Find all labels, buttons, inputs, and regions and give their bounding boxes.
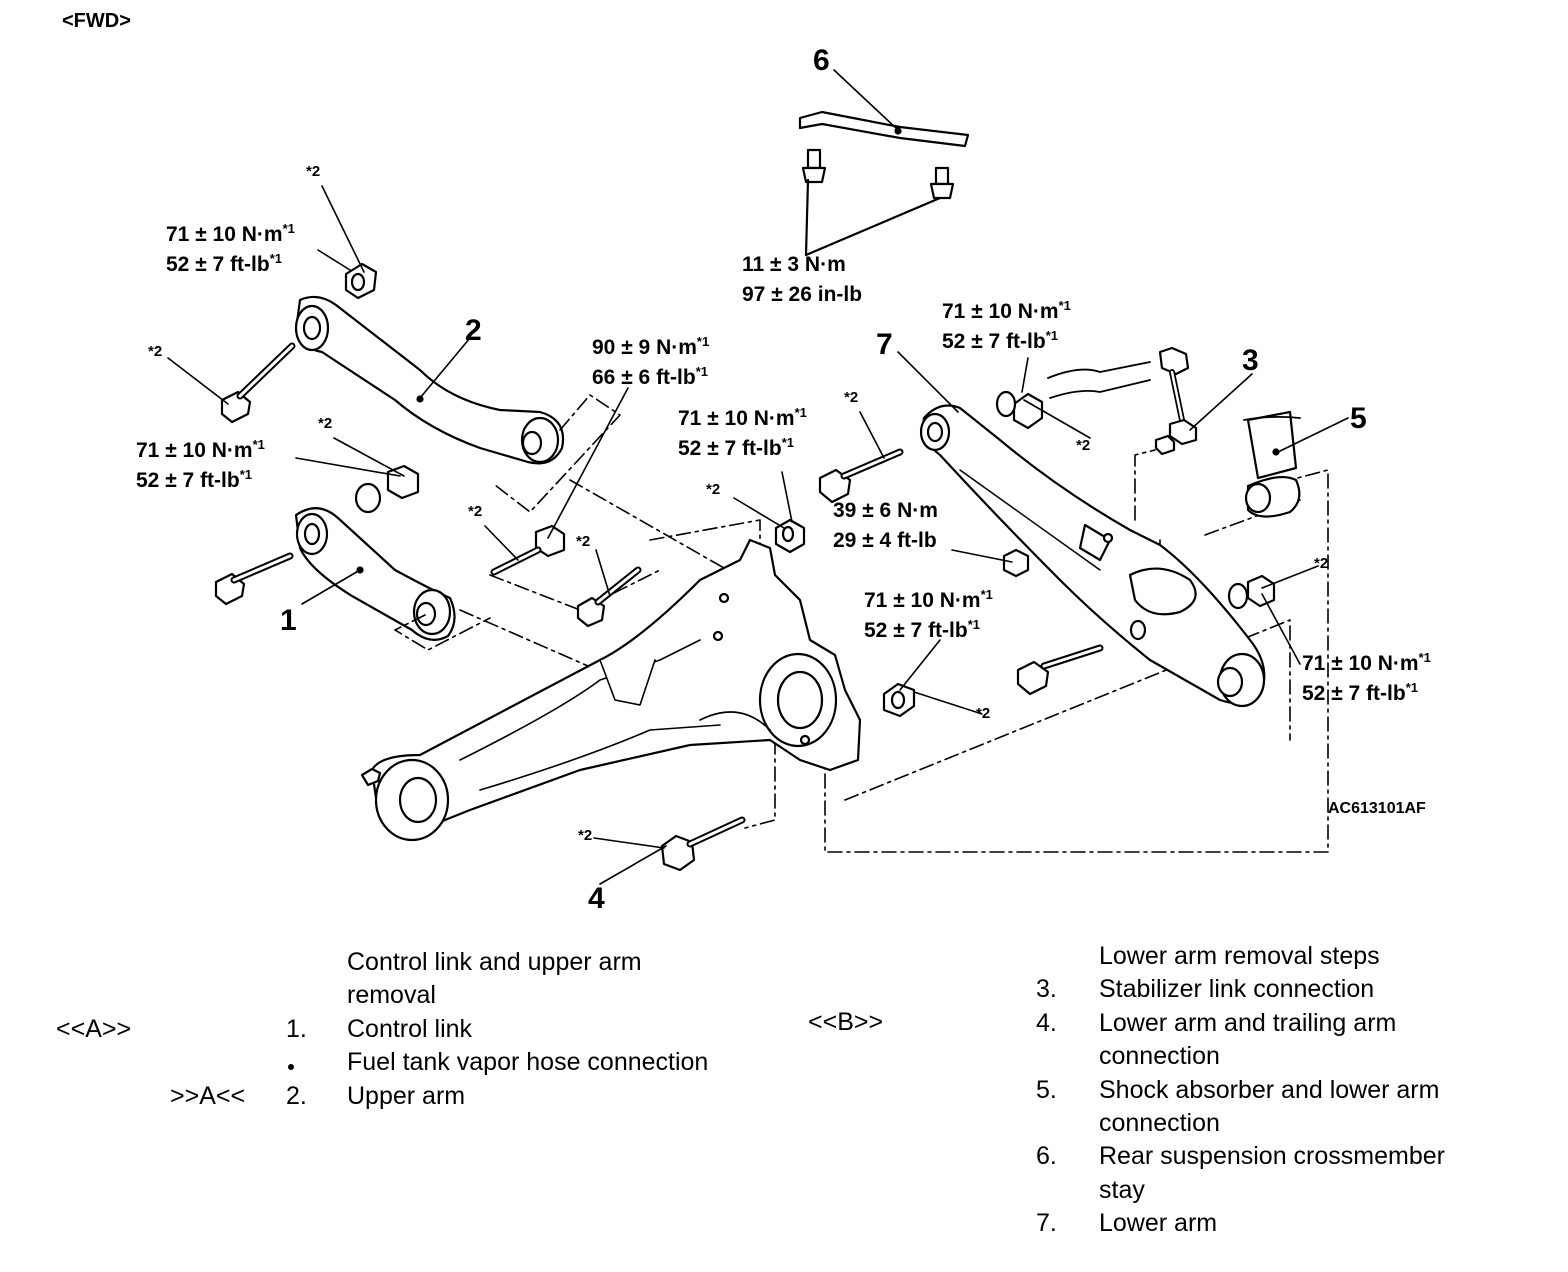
- star-2-note: *2: [1314, 555, 1329, 572]
- step-crossmember-stay: Rear suspension crossmember: [1099, 1142, 1445, 1170]
- torque-spec-upper-arm-bolt: 90 ± 9 N·m*1 66 ± 6 ft-lb*1: [592, 333, 709, 393]
- left-steps-title-line2: removal: [347, 981, 436, 1009]
- torque-metric: 71 ± 10 N·m: [864, 589, 981, 612]
- torque-metric: 71 ± 10 N·m: [136, 439, 253, 462]
- step-fuel-tank-vapor-hose: Fuel tank vapor hose connection: [347, 1048, 709, 1076]
- star-2-note: *2: [468, 503, 483, 520]
- torque-imperial: 52 ± 7 ft-lb: [942, 330, 1046, 353]
- torque-spec-control-link-nut: 71 ± 10 N·m*1 52 ± 7 ft-lb*1: [136, 436, 265, 496]
- step-upper-arm: Upper arm: [347, 1082, 466, 1110]
- torque-metric: 71 ± 10 N·m: [1302, 652, 1419, 675]
- star-2-note: *2: [148, 343, 163, 360]
- service-point-tag-a: <<A>>: [56, 1015, 132, 1043]
- step-lower-arm: Lower arm: [1099, 1209, 1218, 1237]
- footnote-mark: *1: [1418, 650, 1431, 665]
- left-steps-title-line1: Control link and upper arm: [347, 948, 642, 976]
- callout-3: 3: [1242, 344, 1259, 377]
- star-2-note: *2: [578, 827, 593, 844]
- torque-spec-trailing-arm-bolt: 71 ± 10 N·m*1 52 ± 7 ft-lb*1: [864, 586, 993, 646]
- footnote-mark: *1: [794, 405, 807, 420]
- leader-lines: [167, 69, 1349, 885]
- torque-imperial: 52 ± 7 ft-lb: [1302, 682, 1406, 705]
- footnote-mark: *1: [1058, 298, 1071, 313]
- footnote-mark: *1: [239, 467, 253, 482]
- footnote-mark: *1: [269, 251, 283, 266]
- stabilizer-link-part: [1047, 346, 1198, 456]
- star-2-note: *2: [706, 481, 721, 498]
- step-number: 2.: [286, 1082, 307, 1110]
- callout-1: 1: [280, 604, 297, 637]
- torque-spec-shock-nut: 71 ± 10 N·m*1 52 ± 7 ft-lb*1: [1302, 649, 1431, 709]
- torque-imperial: 97 ± 26 in-lb: [742, 283, 863, 306]
- star-2-note: *2: [1076, 437, 1091, 454]
- step-number: 3.: [1036, 975, 1057, 1003]
- step-lower-arm-trailing-arm-cont: connection: [1099, 1042, 1220, 1070]
- footnote-mark: *1: [781, 435, 795, 450]
- footnote-mark: *1: [695, 364, 709, 379]
- torque-imperial: 29 ± 4 ft-lb: [833, 529, 937, 552]
- torque-metric: 71 ± 10 N·m: [942, 300, 1059, 323]
- view-direction-label: <FWD>: [62, 10, 131, 32]
- suspension-drawing: [167, 69, 1349, 885]
- step-lower-arm-trailing-arm: Lower arm and trailing arm: [1099, 1009, 1397, 1037]
- exploded-view-diagram: <FWD> 6 2 1 4 5 3 7 *2 *2 *2 *2 *2 *2 *2…: [62, 10, 1431, 915]
- torque-spec-stay-bolts: 11 ± 3 N·m 97 ± 26 in-lb: [742, 250, 862, 310]
- bullet-icon: [288, 1064, 294, 1070]
- step-shock-absorber: Shock absorber and lower arm: [1099, 1076, 1440, 1104]
- torque-imperial: 66 ± 6 ft-lb: [592, 366, 696, 389]
- step-number: 1.: [286, 1015, 307, 1043]
- torque-spec-trailing-arm-nut: 71 ± 10 N·m*1 52 ± 7 ft-lb*1: [678, 404, 807, 464]
- torque-spec-lower-arm-nut: 39 ± 6 N·m 29 ± 4 ft-lb: [833, 496, 938, 556]
- footnote-mark: *1: [282, 221, 295, 236]
- torque-metric: 39 ± 6 N·m: [833, 499, 938, 522]
- step-number: 7.: [1036, 1209, 1057, 1237]
- torque-spec-upper-arm-nut: 71 ± 10 N·m*1 52 ± 7 ft-lb*1: [166, 220, 295, 280]
- torque-metric: 11 ± 3 N·m: [742, 253, 846, 276]
- torque-metric: 90 ± 9 N·m: [592, 336, 697, 359]
- step-stabilizer-link: Stabilizer link connection: [1099, 975, 1375, 1003]
- callout-4: 4: [588, 882, 605, 915]
- callout-6: 6: [813, 44, 830, 77]
- upper-arm-part: [220, 262, 565, 465]
- shock-absorber-part: [1243, 410, 1301, 518]
- service-point-tag-b: <<B>>: [808, 1008, 884, 1036]
- footnote-mark: *1: [1405, 680, 1419, 695]
- callout-5: 5: [1350, 402, 1367, 435]
- lower-arm-part: [818, 390, 1276, 708]
- star-2-note: *2: [318, 415, 333, 432]
- right-steps-title: Lower arm removal steps: [1099, 942, 1380, 970]
- torque-imperial: 52 ± 7 ft-lb: [136, 469, 240, 492]
- crossmember-stay-part: [798, 110, 970, 257]
- star-2-note: *2: [976, 705, 991, 722]
- callout-2: 2: [465, 314, 482, 347]
- footnote-mark: *1: [980, 587, 993, 602]
- torque-metric: 71 ± 10 N·m: [166, 223, 283, 246]
- footnote-mark: *1: [967, 617, 981, 632]
- torque-metric: 71 ± 10 N·m: [678, 407, 795, 430]
- step-control-link: Control link: [347, 1015, 473, 1043]
- step-number: 5.: [1036, 1076, 1057, 1104]
- callout-7: 7: [876, 328, 893, 361]
- torque-imperial: 52 ± 7 ft-lb: [166, 253, 270, 276]
- torque-imperial: 52 ± 7 ft-lb: [678, 437, 782, 460]
- step-crossmember-stay-cont: stay: [1099, 1176, 1145, 1204]
- star-2-note: *2: [306, 163, 321, 180]
- step-number: 6.: [1036, 1142, 1057, 1170]
- star-2-note: *2: [576, 533, 591, 550]
- torque-imperial: 52 ± 7 ft-lb: [864, 619, 968, 642]
- footnote-mark: *1: [696, 334, 710, 349]
- service-point-tag-a-install: >>A<<: [170, 1082, 246, 1110]
- trailing-arm-part: [360, 538, 862, 842]
- step-number: 4.: [1036, 1009, 1057, 1037]
- torque-spec-stabilizer-nut: 71 ± 10 N·m*1 52 ± 7 ft-lb*1: [942, 297, 1071, 357]
- footnote-mark: *1: [1045, 328, 1059, 343]
- footnote-mark: *1: [252, 437, 265, 452]
- figure-code: AC613101AF: [1328, 800, 1426, 817]
- step-shock-absorber-cont: connection: [1099, 1109, 1220, 1137]
- star-2-note: *2: [844, 389, 859, 406]
